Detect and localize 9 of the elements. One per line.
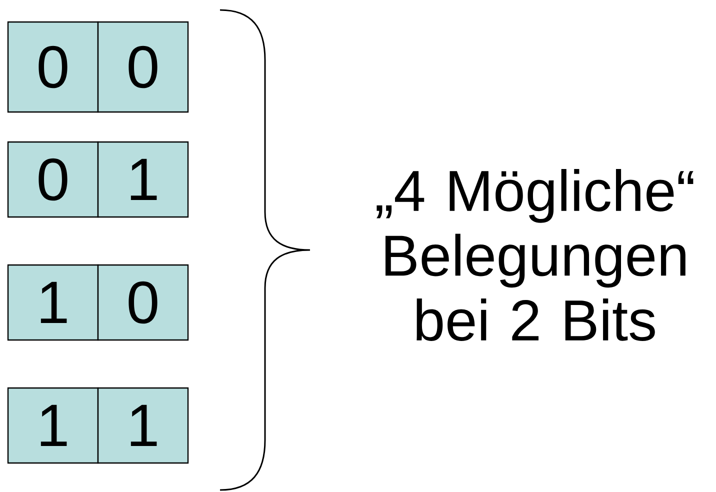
bit-cell: 1 [7,264,99,341]
bit-cell: 1 [97,141,189,218]
bit-cell: 0 [7,141,99,218]
description-text: „4 Mögliche“ Belegungen bei 2 Bits [376,169,694,341]
bit-cell: 0 [97,264,189,341]
bit-cell: 1 [97,387,189,464]
bit-cell: 0 [97,21,189,113]
bit-cell: 0 [7,21,99,113]
bit-cell: 1 [7,387,99,464]
